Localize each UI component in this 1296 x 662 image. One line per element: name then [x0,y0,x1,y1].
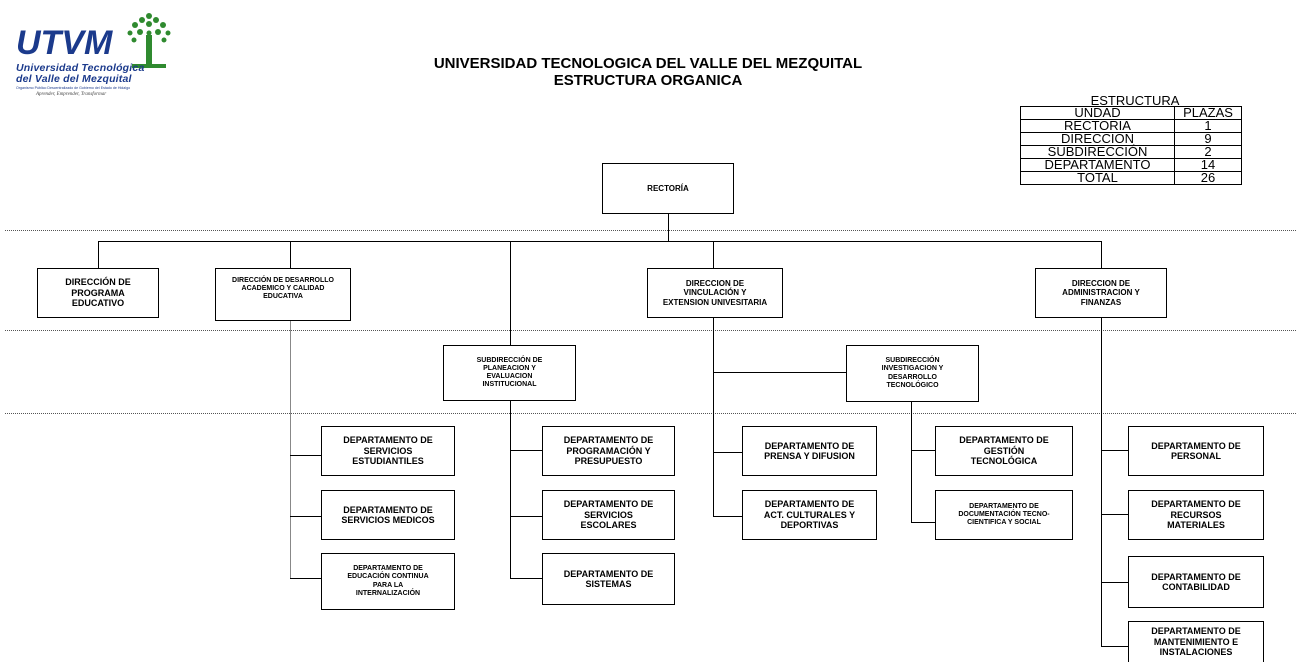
node-direccion-desarrollo: DIRECCIÓN DE DESARROLLO ACADEMICO Y CALI… [215,268,351,321]
level-divider [5,413,1296,414]
node-depto-mantenimiento: DEPARTAMENTO DE MANTENIMIENTO E INSTALAC… [1128,621,1264,662]
node-depto-documentacion: DEPARTAMENTO DE DOCUMENTACIÓN TECNO- CIE… [935,490,1073,540]
table-row: DIRECCION 9 [1020,132,1242,146]
node-depto-contabilidad: DEPARTAMENTO DE CONTABILIDAD [1128,556,1264,608]
node-depto-act-culturales: DEPARTAMENTO DE ACT. CULTURALES Y DEPORT… [742,490,877,540]
tree-icon [127,13,171,68]
table-header-row: UNDAD PLAZAS [1020,106,1242,120]
table-cell: TOTAL [1020,171,1175,185]
node-depto-programacion: DEPARTAMENTO DE PROGRAMACIÓN Y PRESUPUES… [542,426,675,476]
title-university: UNIVERSIDAD TECNOLOGICA DEL VALLE DEL ME… [433,55,863,72]
table-cell: 2 [1174,145,1242,159]
node-direccion-programa: DIRECCIÓN DE PROGRAMA EDUCATIVO [37,268,159,318]
node-direccion-vinculacion: DIRECCION DE VINCULACIÓN Y EXTENSION UNI… [647,268,783,318]
table-row: TOTAL 26 [1020,171,1242,185]
node-depto-servicios-estudiantiles: DEPARTAMENTO DE SERVICIOS ESTUDIANTILES [321,426,455,476]
node-direccion-administracion: DIRECCION DE ADMINISTRACION Y FINANZAS [1035,268,1167,318]
estructura-caption: ESTRUCTURA [1090,93,1180,108]
node-subdireccion-planeacion: SUBDIRECCIÓN DE PLANEACION Y EVALUACION … [443,345,576,401]
node-rectoria: RECTORÍA [602,163,734,214]
node-depto-personal: DEPARTAMENTO DE PERSONAL [1128,426,1264,476]
node-subdireccion-investigacion: SUBDIRECCIÓN INVESTIGACION Y DESARROLLO … [846,345,979,402]
logo-line1: Universidad Tecnológica [16,62,145,74]
logo-line2: del Valle del Mezquital [16,73,132,85]
title-structure: ESTRUCTURA ORGANICA [553,72,743,89]
logo-line3: Organismo Público Descentralizado de Gob… [16,86,131,90]
utvm-logo: UTVM [16,13,171,68]
table-cell: SUBDIRECCIÓN [1020,145,1175,159]
level-divider [5,230,1296,231]
node-depto-educacion-continua: DEPARTAMENTO DE EDUCACIÓN CONTINUA PARA … [321,553,455,610]
level-divider [5,330,1296,331]
node-depto-recursos: DEPARTAMENTO DE RECURSOS MATERIALES [1128,490,1264,540]
node-depto-servicios-escolares: DEPARTAMENTO DE SERVICIOS ESCOLARES [542,490,675,540]
estructura-table: UNDAD PLAZAS RECTORIA 1 DIRECCION 9 SUBD… [1020,106,1242,185]
table-cell: 14 [1174,158,1242,172]
table-header: PLAZAS [1174,106,1242,120]
node-depto-gestion: DEPARTAMENTO DE GESTIÓN TECNOLÓGICA [935,426,1073,476]
logo-motto: Aprender, Emprender, Transformar [36,92,107,97]
node-depto-servicios-medicos: DEPARTAMENTO DE SERVICIOS MEDICOS [321,490,455,540]
table-cell: DIRECCION [1020,132,1175,146]
page-title: UNIVERSIDAD TECNOLOGICA DEL VALLE DEL ME… [0,55,1296,89]
table-cell: 26 [1174,171,1242,185]
node-depto-sistemas: DEPARTAMENTO DE SISTEMAS [542,553,675,605]
table-row: SUBDIRECCIÓN 2 [1020,145,1242,159]
node-depto-prensa: DEPARTAMENTO DE PRENSA Y DIFUSION [742,426,877,476]
svg-text:UTVM: UTVM [16,24,113,62]
